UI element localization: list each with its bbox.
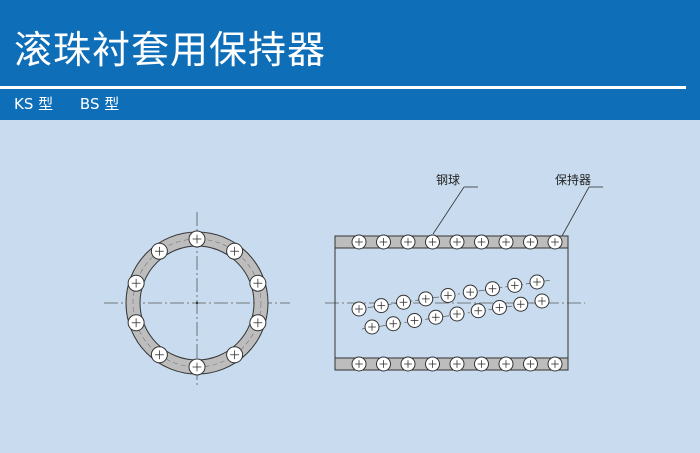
type-label-bs: BS 型 (79, 95, 120, 113)
helix-upper-ball (529, 274, 545, 290)
ring-balls (127, 230, 267, 376)
bottom-row-ball (498, 356, 514, 372)
bottom-row-ball (449, 356, 465, 372)
type-label-ks: KS 型 (14, 95, 54, 113)
top-row-ball (523, 234, 538, 250)
helix-lower-ball (513, 296, 529, 312)
top-row-ball (400, 234, 416, 250)
helix-lower-ball (470, 303, 486, 319)
helix-upper-ball (396, 294, 411, 310)
helix-lower-ball (364, 319, 380, 335)
ring-ball (249, 274, 267, 292)
bottom-row-ball (474, 356, 489, 372)
header-divider (0, 86, 686, 89)
helix-lower-ball (449, 306, 465, 322)
side-balls (351, 234, 563, 372)
bottom-row-ball (547, 356, 563, 372)
top-row-ball (547, 234, 563, 250)
bottom-row-ball (425, 356, 440, 372)
helix-lower-ball (428, 309, 444, 325)
helix-lower-ball (534, 293, 550, 309)
ring-ball (127, 314, 145, 332)
bushing-side-view (325, 234, 585, 372)
helix-lower-ball (492, 300, 507, 315)
helix-upper-ball (373, 298, 389, 314)
bottom-row-ball (351, 356, 367, 372)
top-row-ball (425, 234, 440, 250)
helix-upper-ball (418, 291, 434, 307)
helix-upper-ball (485, 281, 500, 297)
diagram-area: 钢球 保持器 (0, 120, 700, 449)
bottom-row-ball (376, 356, 391, 372)
callout-steel-ball: 钢球 (436, 173, 461, 187)
leader-line-retainer (561, 186, 590, 237)
helix-lower-ball (407, 313, 422, 328)
bottom-row-ball (523, 356, 538, 372)
header-banner: 滚珠衬套用保持器 KS 型 BS 型 (0, 0, 700, 120)
ring-ball (188, 230, 206, 248)
page-title: 滚珠衬套用保持器 (14, 28, 327, 72)
ring-center-mark (195, 301, 199, 305)
top-row-ball (474, 234, 489, 250)
leader-line-ball (432, 186, 465, 235)
ring-ball (127, 274, 145, 292)
ring-ball (249, 314, 267, 332)
ring-ball (150, 242, 168, 260)
helix-upper-ball (507, 277, 523, 293)
helix-upper-ball (462, 284, 478, 300)
top-row-ball (351, 234, 367, 250)
bottom-row-ball (400, 356, 416, 372)
ring-cross-section (104, 212, 290, 388)
helix-upper-ball (440, 288, 456, 303)
callout-retainer: 保持器 (555, 173, 592, 187)
ring-ball (226, 346, 244, 364)
diagram-svg (104, 186, 603, 388)
ring-ball (226, 242, 244, 260)
top-row-ball (376, 234, 391, 250)
helix-lower-ball (385, 316, 401, 332)
ring-ball (188, 358, 206, 376)
type-labels: KS 型 BS 型 (14, 94, 141, 114)
top-row-ball (449, 234, 465, 250)
helix-upper-ball (351, 301, 367, 317)
ring-ball (150, 346, 168, 364)
top-row-ball (498, 234, 514, 250)
